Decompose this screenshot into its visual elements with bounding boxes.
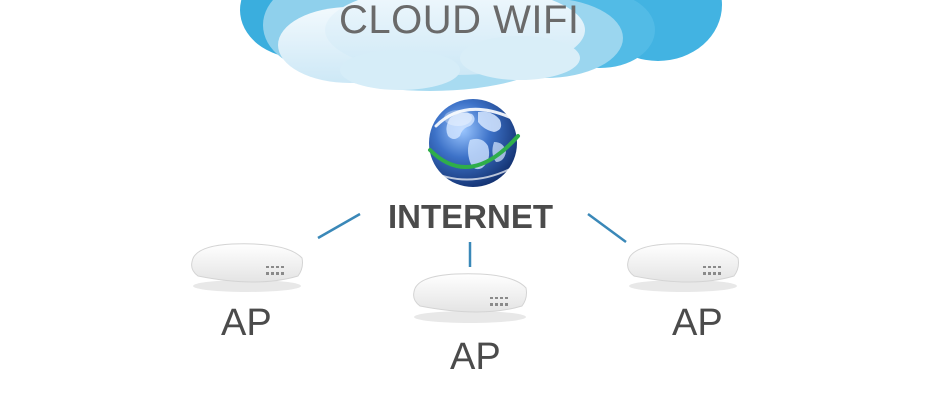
connector-left: [317, 212, 361, 240]
cloud-icon: [240, 0, 722, 91]
access-point-icon-center: [413, 273, 527, 323]
ap-label-center: AP: [450, 336, 501, 378]
ap-label-right: AP: [672, 302, 723, 344]
access-point-icon-left: [191, 243, 303, 292]
ap-label-left: AP: [221, 302, 272, 344]
access-point-icon-right: [627, 243, 739, 292]
cloud-wifi-label: CLOUD WIFI: [339, 0, 580, 42]
internet-label: INTERNET: [388, 198, 553, 235]
globe-icon: [427, 99, 520, 187]
connector-right: [587, 212, 627, 244]
